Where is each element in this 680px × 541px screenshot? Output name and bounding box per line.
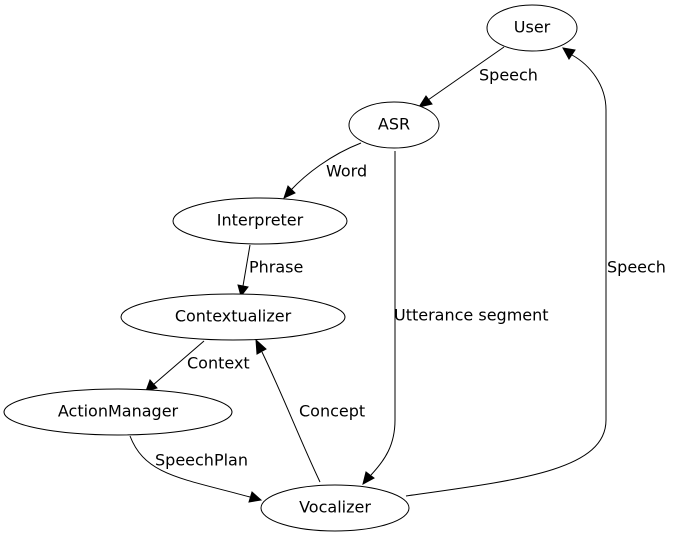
node-contextualizer: Contextualizer — [120, 293, 346, 341]
edge-asr-to-interpreter — [283, 142, 362, 199]
node-user-label: User — [514, 18, 551, 37]
node-interpreter: Interpreter — [172, 197, 348, 245]
edge-asr-to-vocalizer — [362, 151, 396, 485]
node-interpreter-label: Interpreter — [217, 211, 304, 230]
edge-label-user-asr: Speech — [479, 66, 538, 85]
edge-vocalizer-to-user — [405, 47, 607, 497]
node-actionmanager: ActionManager — [3, 388, 233, 436]
node-vocalizer: Vocalizer — [260, 484, 410, 532]
edge-user-to-asr — [417, 46, 505, 108]
edge-label-asr-interpreter: Word — [326, 162, 367, 181]
edge-label-actionmanager-vocalizer: SpeechPlan — [155, 451, 248, 470]
edge-interpreter-to-contextualizer — [237, 244, 251, 298]
edge-label-vocalizer-contextualizer: Concept — [299, 402, 365, 421]
node-vocalizer-label: Vocalizer — [299, 498, 371, 517]
edge-vocalizer-to-contextualizer — [255, 338, 321, 483]
node-asr: ASR — [348, 101, 440, 149]
node-user: User — [486, 4, 578, 52]
edge-label-interpreter-contextualizer: Phrase — [249, 258, 303, 277]
node-asr-label: ASR — [378, 115, 410, 134]
edge-label-vocalizer-user: Speech — [607, 258, 666, 277]
edge-label-contextualizer-actionmanager: Context — [187, 354, 250, 373]
edge-label-asr-vocalizer: Utterance segment — [394, 306, 549, 325]
node-actionmanager-label: ActionManager — [58, 402, 179, 421]
node-contextualizer-label: Contextualizer — [175, 307, 292, 326]
edge-actionmanager-to-vocalizer — [129, 435, 263, 503]
